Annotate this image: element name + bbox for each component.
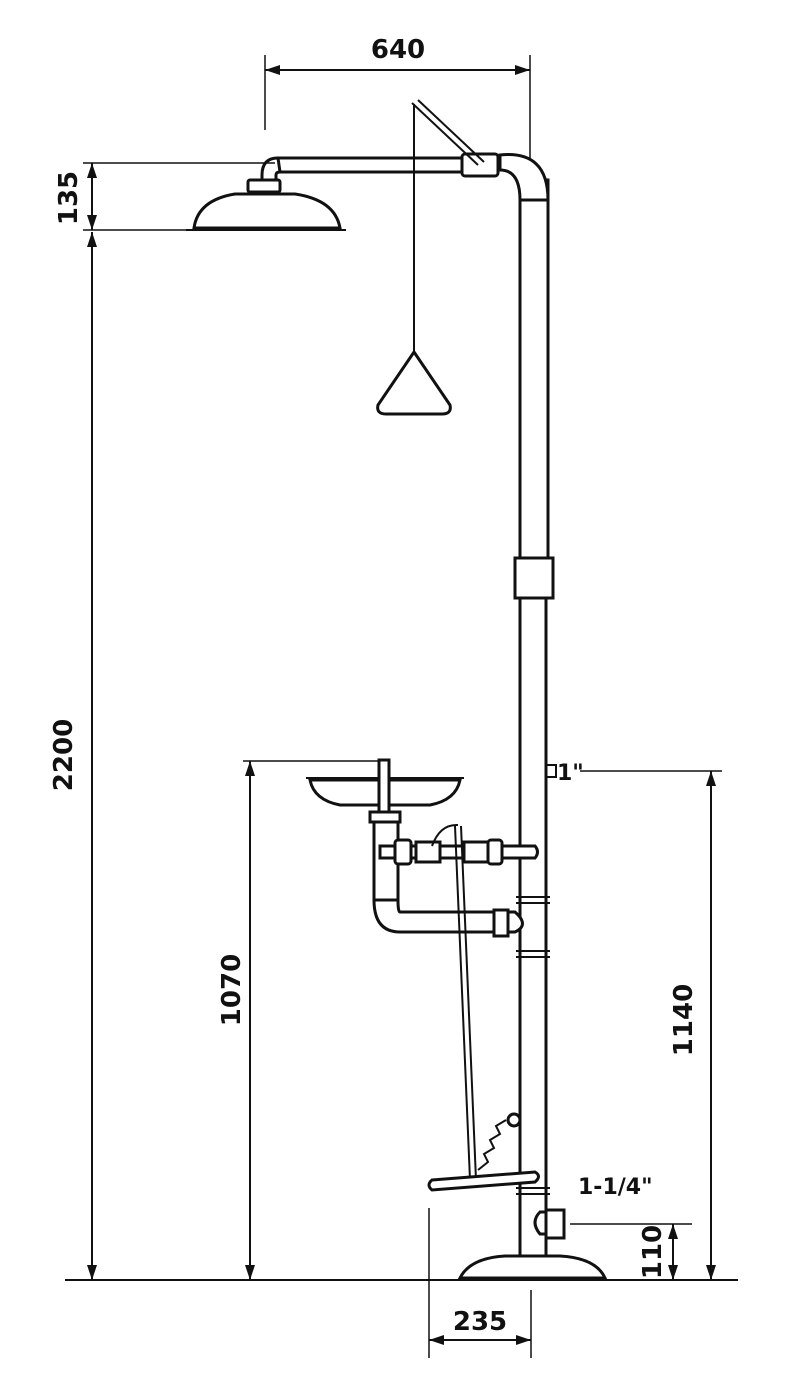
dim-640: 640 bbox=[264, 35, 531, 160]
dim-235-label: 235 bbox=[453, 1307, 507, 1337]
dim-2200: 2200 bbox=[49, 232, 97, 1280]
main-column bbox=[498, 153, 555, 1260]
dim-1070-label: 1070 bbox=[217, 954, 247, 1026]
eyewash-valve-line bbox=[378, 823, 539, 866]
dim-135: 135 bbox=[54, 162, 275, 231]
triangle-handle-icon bbox=[376, 349, 452, 416]
dim-1140: 1140 bbox=[580, 770, 722, 1280]
dim-135-label: 135 bbox=[54, 171, 84, 225]
base-plate bbox=[457, 1254, 608, 1280]
dim-2200-label: 2200 bbox=[49, 719, 79, 791]
foot-pedal bbox=[427, 825, 540, 1192]
dim-1140-label: 1140 bbox=[669, 984, 699, 1056]
dim-235: 235 bbox=[428, 1208, 532, 1358]
base-pipe-size-label: 1-1/4" bbox=[578, 1175, 653, 1200]
pull-handle bbox=[376, 99, 485, 416]
shower-head bbox=[186, 178, 346, 231]
shower-arm bbox=[260, 152, 500, 184]
dim-110-label: 110 bbox=[638, 1225, 668, 1279]
eyewash-bowl bbox=[306, 758, 464, 902]
dim-110: 110 bbox=[570, 1223, 692, 1280]
dim-640-label: 640 bbox=[371, 35, 425, 65]
drain-return bbox=[372, 898, 524, 938]
base-side-outlet bbox=[533, 1208, 566, 1240]
column-coupling bbox=[513, 556, 555, 600]
inlet-size-label: 1" bbox=[557, 761, 584, 786]
dim-1070: 1070 bbox=[217, 760, 380, 1280]
inlet-marker: 1" bbox=[545, 761, 584, 786]
